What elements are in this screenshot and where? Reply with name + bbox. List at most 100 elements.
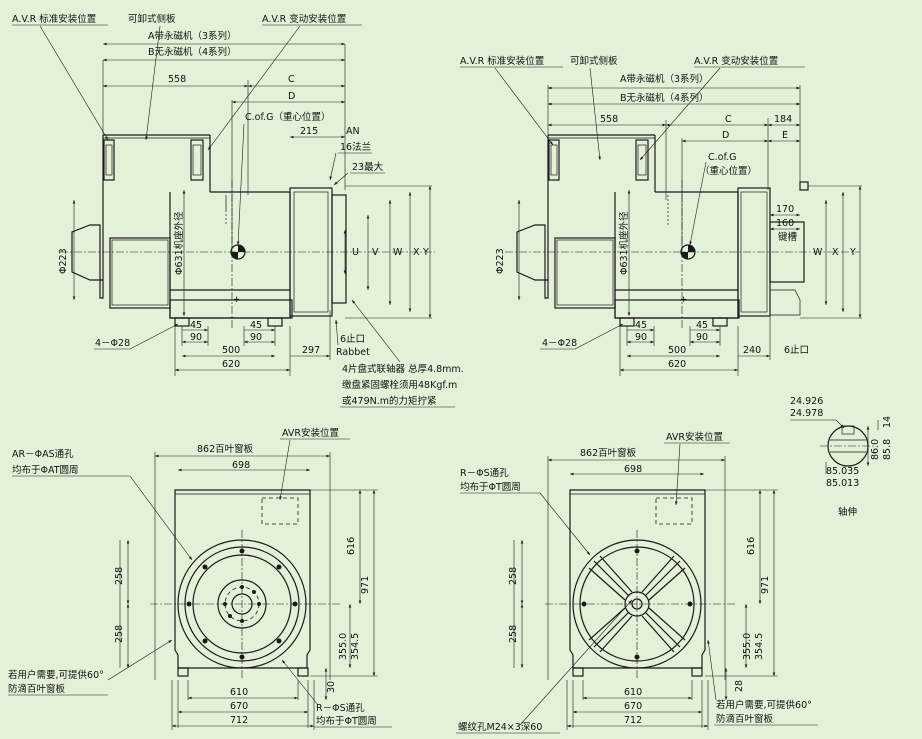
note-coupling: 4片盘式联轴器 总厚4.8mm.	[342, 363, 464, 375]
dim-610-2: 610	[624, 687, 642, 698]
dim-45-left: 45	[190, 320, 202, 331]
dim-D-2: D	[722, 130, 729, 141]
label-thread-hole: 螺纹孔M24×3深60	[458, 721, 542, 733]
label-a-series-2: A带永磁机（3系列）	[620, 73, 709, 85]
dim-90-left-2: 90	[635, 332, 647, 343]
label-louver-862-2: 862百叶窗板	[580, 447, 637, 459]
dim-355-0-2: 355.0	[742, 633, 753, 660]
dim-Y: Y	[422, 247, 429, 258]
label-r-holes-2: R－ΦS通孔	[460, 468, 509, 479]
dim-354-5-2: 354.5	[754, 633, 765, 660]
dim-90-left: 90	[190, 332, 202, 343]
label-holes-2: 4－Φ28	[542, 338, 577, 349]
note-bolt-torque: 缴盘紧固螺栓须用48Kgf.m	[342, 379, 457, 391]
dim-45-left-2: 45	[635, 320, 647, 331]
dim-258-bottom: 258	[114, 625, 125, 643]
side-view-4-series: A.V.R 标准安装位置 可卸式侧板 A.V.R 变动安装位置 A带永磁机（3系…	[460, 55, 862, 376]
label-cog: C.of.G（重心位置）	[245, 111, 331, 123]
dim-354-5: 354.5	[350, 633, 361, 660]
label-removable-panel: 可卸式侧板	[128, 13, 176, 25]
label-ar-pcd: 均布于ΦAT圆周	[12, 464, 79, 476]
dim-C-2: C	[725, 114, 732, 125]
dim-170: 170	[776, 204, 794, 215]
label-spigot-2: 6止口	[784, 344, 809, 356]
dim-971-2: 971	[760, 576, 771, 594]
label-b-series: B无永磁机（4系列）	[148, 46, 237, 58]
note-drip-proof: 防滴百叶窗板	[8, 683, 66, 695]
label-spigot: 6止口	[340, 333, 365, 345]
dim-E: E	[782, 130, 788, 141]
label-cog-2: C.of.G	[708, 152, 737, 163]
label-removable-panel-2: 可卸式侧板	[570, 55, 618, 67]
dim-Y-2: Y	[849, 247, 856, 258]
dim-V: V	[372, 247, 379, 258]
dim-297: 297	[302, 345, 320, 356]
dim-971: 971	[360, 576, 371, 594]
label-holes: 4－Φ28	[95, 338, 130, 349]
dim-D: D	[288, 91, 295, 102]
note-torque-nm: 或479N.m的力矩拧紧	[342, 395, 437, 407]
dim-W: W	[393, 247, 403, 258]
dim-45-right: 45	[250, 320, 262, 331]
note-optional-louver-2: 若用户需要,可提供60°	[716, 699, 812, 711]
label-r-pcd: 均布于ΦT圆周	[316, 715, 377, 727]
dim-90-right: 90	[250, 332, 262, 343]
dim-AN: AN	[346, 126, 360, 137]
dim-258-top: 258	[114, 567, 125, 585]
label-keyway: 键槽	[778, 231, 798, 243]
dim-U: U	[352, 247, 359, 258]
dim-86-0: 86.0	[870, 439, 881, 460]
side-view-3-series: A.V.R 标准安装位置 可卸式侧板 A.V.R 变动安装位置 A带永磁机（3系…	[12, 13, 464, 408]
dim-184: 184	[774, 114, 792, 125]
dim-30: 30	[326, 681, 337, 693]
dim-698: 698	[232, 460, 250, 471]
dim-616-2: 616	[746, 537, 757, 555]
label-flange-16: 16法兰	[340, 141, 371, 153]
dim-C: C	[288, 74, 295, 85]
note-drip-proof-2: 防滴百叶窗板	[716, 713, 774, 725]
dim-258-bottom-2: 258	[508, 625, 519, 643]
label-avr-standard-2: A.V.R 标准安装位置	[460, 55, 544, 67]
dim-phi631-2: Φ631机座外径	[618, 211, 630, 275]
label-ar-holes: AR－ΦAS通孔	[12, 449, 74, 460]
dim-698-2: 698	[624, 464, 642, 475]
label-avr-position-2: AVR安装位置	[666, 431, 723, 443]
label-max-23: 23最大	[352, 161, 384, 173]
dim-500: 500	[222, 345, 240, 356]
dim-24926: 24.926	[790, 396, 823, 407]
dim-phi223: Φ223	[58, 248, 69, 274]
end-view-drive: R－ΦS通孔 均布于ΦT圆周 862百叶窗板 AVR安装位置 698	[456, 431, 818, 734]
label-a-series: A带永磁机（3系列）	[148, 30, 237, 42]
note-optional-louver: 若用户需要,可提供60°	[8, 669, 104, 681]
dim-558: 558	[168, 74, 186, 85]
label-b-series-2: B无永磁机（4系列）	[620, 92, 709, 104]
dim-616: 616	[346, 537, 357, 555]
label-rabbet: Rabbet	[336, 347, 370, 358]
dim-610: 610	[230, 687, 248, 698]
dim-W-2: W	[813, 247, 823, 258]
label-avr-standard: A.V.R 标准安装位置	[12, 13, 96, 25]
label-avr-variable: A.V.R 变动安装位置	[262, 13, 346, 25]
dim-620-2: 620	[668, 359, 686, 370]
dim-670: 670	[230, 701, 248, 712]
dim-85035: 85.035	[826, 466, 859, 477]
label-avr-position: AVR安装位置	[282, 427, 339, 439]
dim-670-2: 670	[624, 701, 642, 712]
label-r-pcd-2: 均布于ΦT圆周	[460, 481, 521, 493]
dim-14: 14	[882, 416, 893, 428]
end-view-exciter: AR－ΦAS通孔 均布于ΦAT圆周 862百叶窗板 AVR安装位置 698	[8, 427, 392, 730]
label-louver-862: 862百叶窗板	[197, 443, 254, 455]
dim-phi223-2: Φ223	[495, 248, 506, 274]
dim-85-8: 85.8	[882, 439, 893, 460]
dim-45-right-2: 45	[696, 320, 708, 331]
plus-mark: +	[233, 295, 240, 305]
label-r-holes: R－ΦS通孔	[316, 703, 365, 714]
dim-500-2: 500	[668, 345, 686, 356]
dim-558-2: 558	[600, 114, 618, 125]
dim-90-right-2: 90	[696, 332, 708, 343]
dim-215: 215	[300, 126, 318, 137]
dim-85013: 85.013	[826, 478, 859, 489]
dim-160: 160	[776, 218, 794, 229]
dim-X: X	[413, 247, 420, 258]
dim-620: 620	[222, 359, 240, 370]
